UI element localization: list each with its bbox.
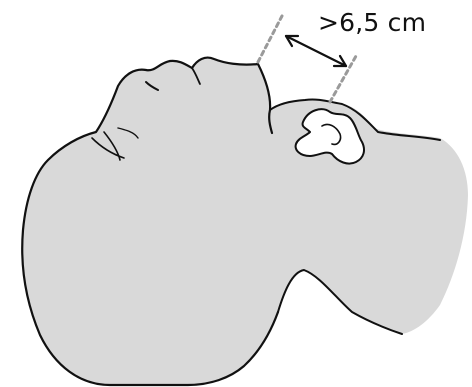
head-silhouette xyxy=(22,58,468,385)
guide-line-chin xyxy=(258,16,282,62)
measurement-label: >6,5 cm xyxy=(318,8,426,38)
double-headed-arrow-icon xyxy=(286,36,346,66)
